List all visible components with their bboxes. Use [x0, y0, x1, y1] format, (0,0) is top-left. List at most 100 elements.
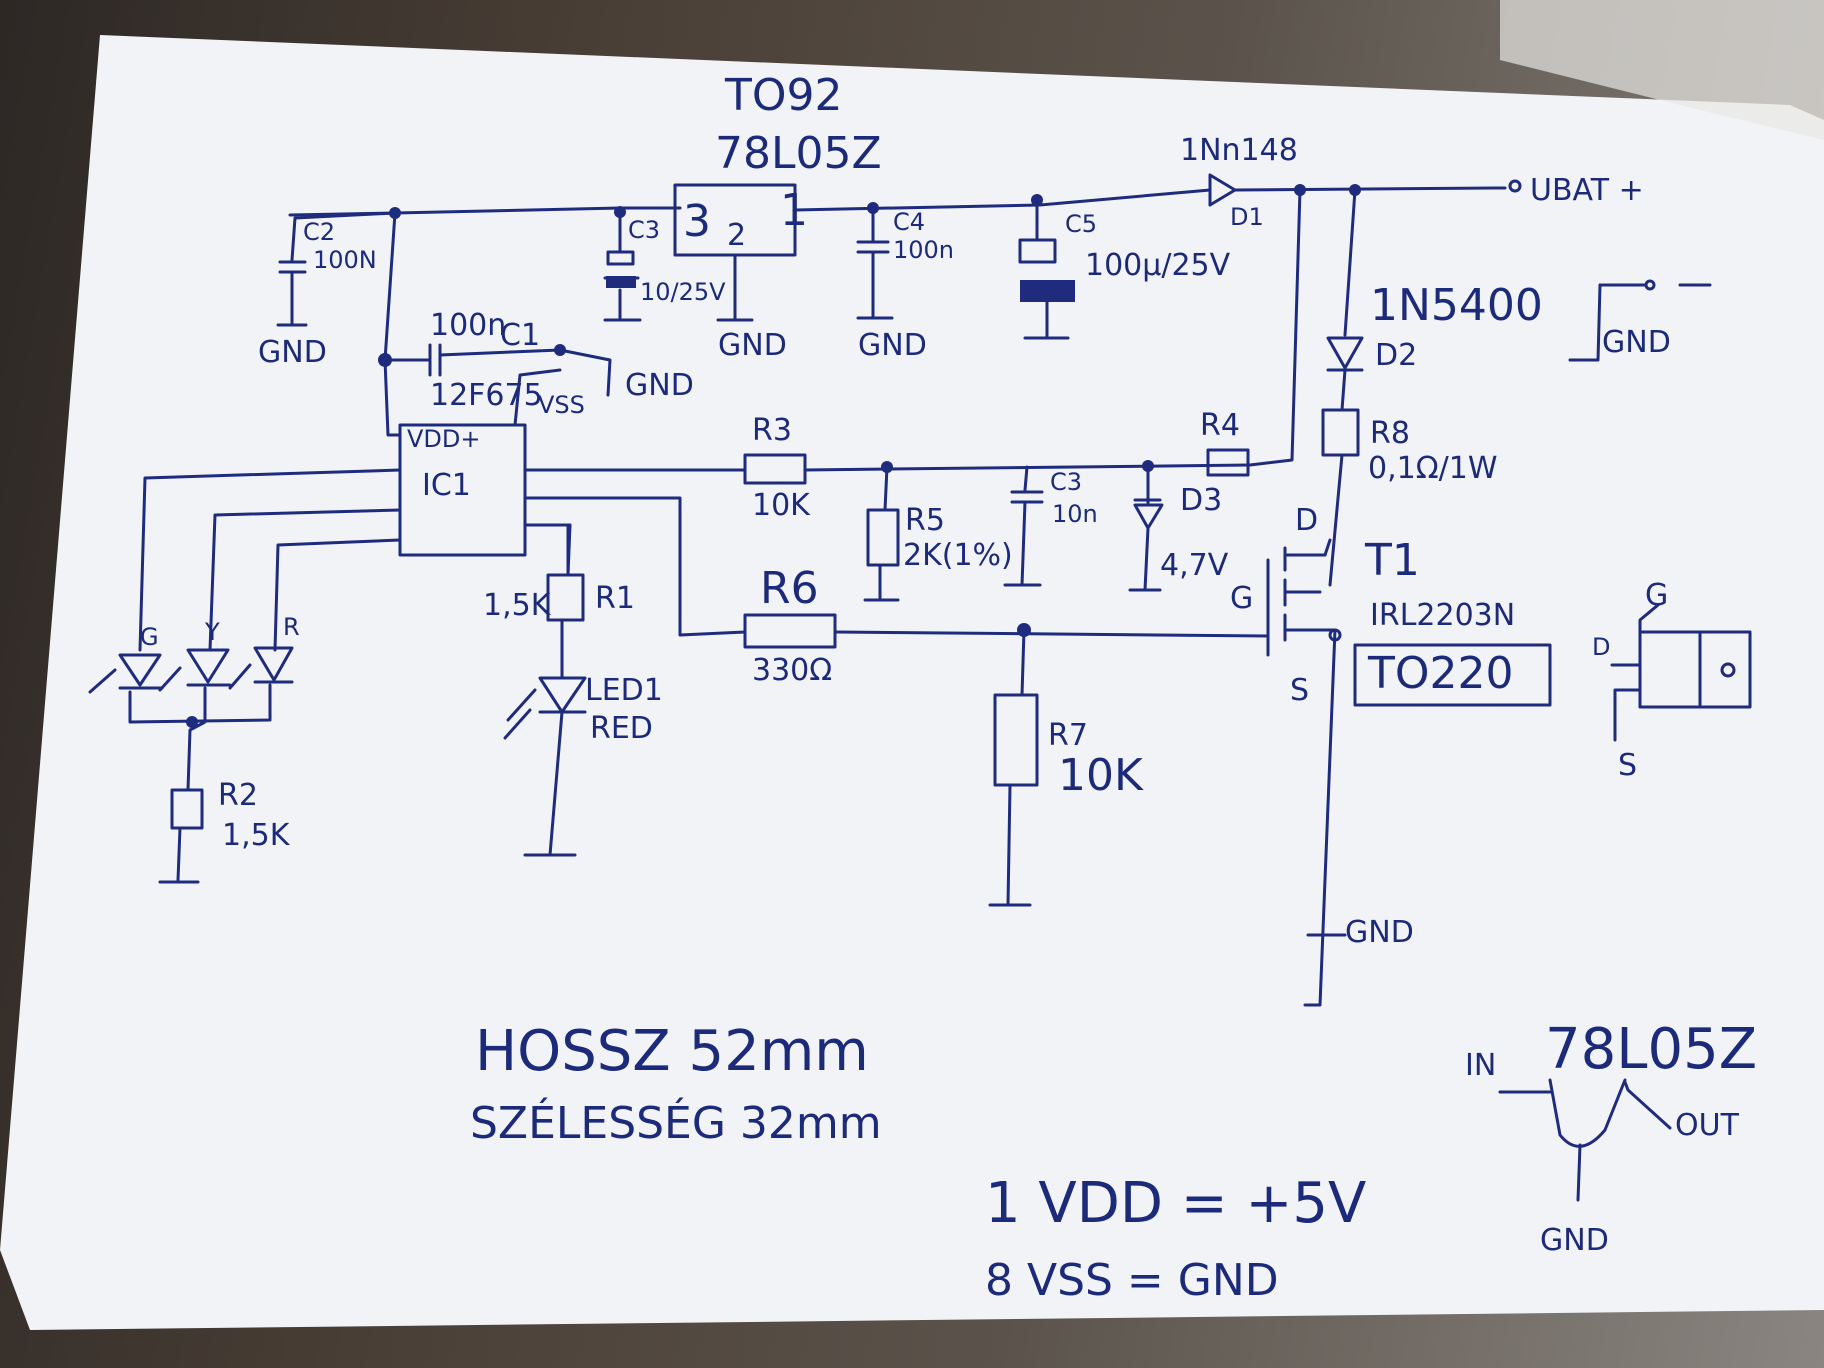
ic1-label: IC1: [422, 468, 471, 503]
wire-r5-top: [883, 465, 889, 512]
pinout-in-label: IN: [1465, 1048, 1496, 1083]
wire-regulator-gnd: [716, 253, 754, 322]
capacitor-c2: [276, 211, 397, 327]
pinout-gnd-label: GND: [1540, 1223, 1609, 1258]
c2-value: 100N: [313, 246, 377, 274]
r8-value: 0,1Ω/1W: [1368, 451, 1498, 486]
c4-value: 100n: [893, 236, 954, 264]
pin-s-label: S: [1290, 673, 1309, 708]
c1-label: C1: [500, 318, 540, 353]
c3b-label: C3: [1050, 468, 1082, 496]
led1-color: RED: [590, 711, 653, 746]
capacitor-c5-plate: [1020, 280, 1075, 302]
gnd-label: GND: [1602, 325, 1671, 360]
wire-gate: [833, 630, 1270, 638]
d3-value: 4,7V: [1160, 548, 1229, 583]
t1-label: T1: [1364, 535, 1420, 586]
r2-label: R2: [218, 778, 258, 813]
gnd-label: GND: [858, 328, 927, 363]
to220-pin-g: G: [1645, 578, 1668, 613]
to220-pin-s: S: [1618, 748, 1637, 783]
wire-ic1-vss: [513, 368, 562, 427]
wire-ic1-led-pins: [138, 468, 402, 652]
pinout-out-label: OUT: [1675, 1108, 1740, 1143]
regulator-pin-out: 1: [780, 185, 808, 236]
led-r: [228, 646, 294, 690]
led-g: [88, 653, 164, 694]
wire-r2-gnd: [158, 826, 200, 884]
mosfet-t1: [1266, 538, 1337, 1007]
ic1-part-label: 12F675: [430, 378, 543, 413]
regulator-pinout-drawing: [1498, 1078, 1672, 1202]
r1-label: R1: [595, 581, 635, 616]
junction-dot: [1328, 628, 1342, 642]
wire-led-common: [128, 683, 272, 792]
r5-value: 2K(1%): [903, 538, 1013, 573]
regulator-pin-in: 3: [683, 196, 711, 247]
to220-pin-d: D: [1592, 633, 1610, 661]
width-note: SZÉLESSÉG 32mm: [470, 1096, 882, 1149]
r6-value: 330Ω: [752, 653, 832, 688]
junction-dot: [554, 344, 566, 356]
junction-dot: [378, 353, 392, 367]
c3b-value: 10n: [1052, 500, 1098, 528]
pin-note-1: 1 VDD = +5V: [985, 1171, 1366, 1236]
vss-label: VSS: [538, 391, 585, 419]
d3-label: D3: [1180, 483, 1222, 518]
regulator-pin-gnd: 2: [727, 218, 746, 253]
d2-part: 1N5400: [1370, 280, 1543, 331]
ic1-pic12f675: [398, 423, 527, 557]
r7-label: R7: [1048, 718, 1088, 753]
wire-supply-right: [1248, 188, 1302, 467]
wire-d2-r8: [1326, 188, 1364, 587]
r3-label: R3: [752, 413, 792, 448]
r7-value: 10K: [1058, 750, 1144, 801]
gnd-label: GND: [1345, 915, 1414, 950]
c1-value: 100n: [430, 308, 506, 343]
vdd-label: VDD+: [407, 425, 481, 453]
diode-d1-label: D1: [1230, 203, 1264, 231]
pin-d-label: D: [1295, 503, 1318, 538]
package-to220-label: TO220: [1367, 648, 1514, 699]
pinout-title: 78L05Z: [1545, 1017, 1757, 1082]
c5-value: 100µ/25V: [1085, 248, 1231, 283]
c5-label: C5: [1065, 210, 1097, 238]
c2-label: C2: [303, 218, 335, 246]
c4-label: C4: [893, 208, 925, 236]
gnd-label: GND: [258, 335, 327, 370]
resistor-r8: [1321, 408, 1360, 457]
c3a-value: 10/25V: [640, 278, 726, 306]
capacitor-c3-plate: [606, 276, 636, 288]
resistor-r1: [546, 573, 585, 622]
wire-r5-gnd: [863, 563, 900, 602]
r8-label: R8: [1370, 416, 1410, 451]
d2-label: D2: [1375, 338, 1417, 373]
capacitor-c3b: [1003, 465, 1044, 587]
capacitor-c5: [1018, 198, 1070, 340]
battery-minus-terminal: [1568, 279, 1712, 362]
resistor-r5: [866, 508, 900, 567]
c3a-label: C3: [628, 216, 660, 244]
wire-r7-gnd: [988, 783, 1032, 907]
r6-label: R6: [760, 563, 819, 614]
paper-glare: [1500, 0, 1824, 140]
resistor-r3: [743, 453, 807, 485]
pin-g-label: G: [1230, 581, 1253, 616]
led-r-label: R: [283, 613, 300, 641]
gnd-label: GND: [625, 368, 694, 403]
r3-value: 10K: [752, 488, 811, 523]
led1-label: LED1: [585, 673, 663, 708]
led-y: [158, 648, 232, 692]
minus-label: -: [1683, 266, 1694, 301]
led-1: [503, 618, 587, 857]
led-g-label: G: [140, 623, 159, 651]
resistor-r4: [1206, 448, 1250, 477]
led-y-label: Y: [204, 618, 220, 646]
wire-r7-top: [1020, 628, 1026, 697]
diode-d1: [1208, 173, 1237, 207]
length-note: HOSSZ 52mm: [475, 1019, 869, 1084]
gnd-label: GND: [718, 328, 787, 363]
resistor-r7: [993, 693, 1039, 787]
